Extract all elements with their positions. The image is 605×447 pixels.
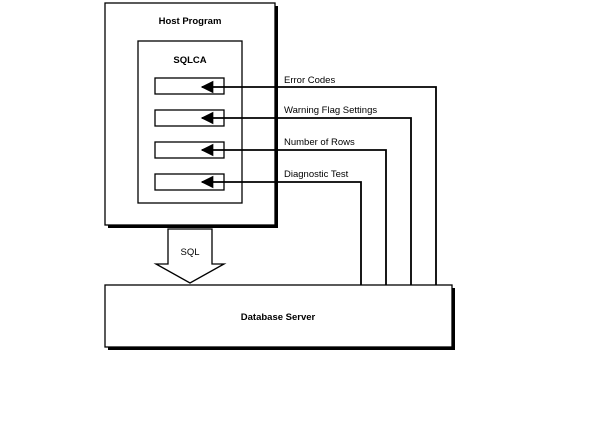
sqlca-field-error-codes bbox=[154, 77, 225, 95]
label-row-count: Number of Rows bbox=[284, 137, 355, 148]
return-edges bbox=[200, 80, 437, 286]
database-server-title: Database Server bbox=[241, 312, 316, 323]
sqlca-title: SQLCA bbox=[173, 55, 206, 66]
database-server-box: Database Server bbox=[104, 284, 455, 350]
edge-diagnostic bbox=[200, 175, 362, 286]
label-diagnostic: Diagnostic Test bbox=[284, 169, 349, 180]
sql-label: SQL bbox=[180, 247, 199, 258]
sql-arrow: SQL bbox=[153, 228, 227, 284]
sql-arrow-shape bbox=[153, 228, 227, 284]
edge-error-codes bbox=[200, 80, 437, 286]
edge-row-count bbox=[200, 143, 387, 286]
label-error-codes: Error Codes bbox=[284, 75, 335, 86]
label-warning-flags: Warning Flag Settings bbox=[284, 105, 377, 116]
edge-labels: Error Codes Warning Flag Settings Number… bbox=[284, 75, 377, 180]
host-program-title: Host Program bbox=[159, 16, 222, 27]
edge-warning-flags bbox=[200, 111, 412, 286]
